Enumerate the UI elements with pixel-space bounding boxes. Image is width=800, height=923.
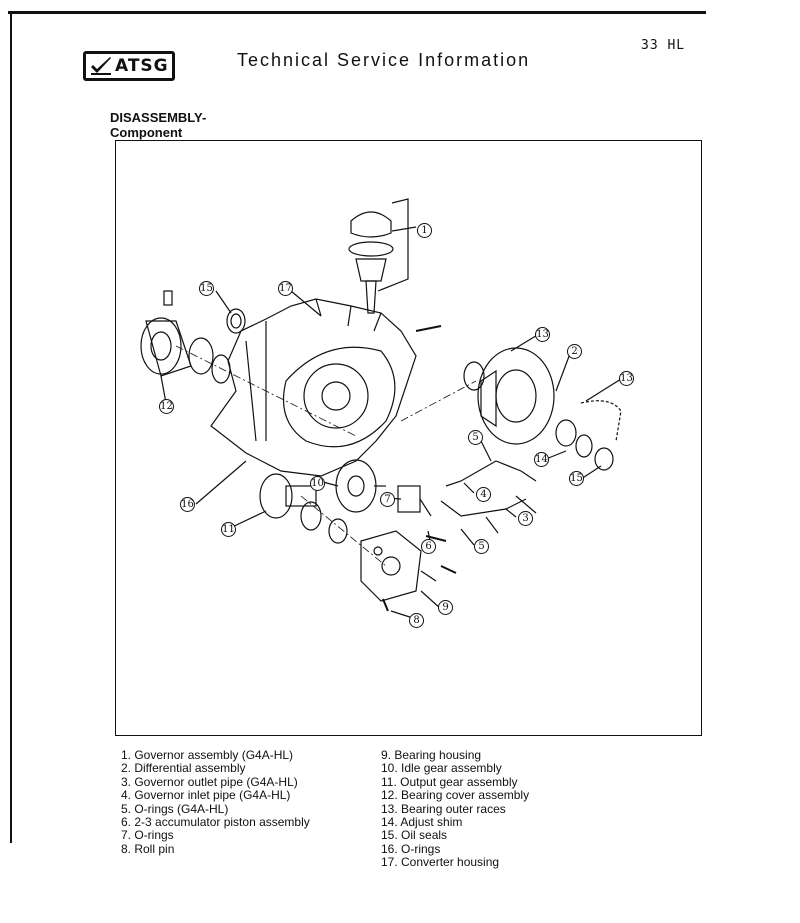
legend-item: 11. Output gear assembly: [381, 774, 518, 789]
idle-gear: [335, 459, 377, 513]
callout-1: 1: [417, 223, 432, 238]
callout-10: 10: [310, 476, 325, 491]
governor-cap: [350, 211, 392, 238]
callout-13a: 13: [535, 327, 550, 342]
callout-9: 9: [438, 600, 453, 615]
bearing-housing: [360, 530, 422, 602]
document-title: Technical Service Information: [237, 50, 531, 70]
page-number: 33 HL: [641, 38, 686, 53]
callout-15a: 15: [199, 281, 214, 296]
governor-gear: [355, 258, 387, 282]
adjust-shim: [575, 434, 593, 458]
differential-ring-gear: [477, 347, 555, 445]
callout-17: 17: [278, 281, 293, 296]
legend-item: 10. Idle gear assembly: [381, 761, 502, 776]
callout-5b: 5: [474, 539, 489, 554]
legend-item: 3. Governor outlet pipe (G4A-HL): [121, 774, 298, 789]
bearing-race-13b: [555, 419, 577, 447]
callout-3: 3: [518, 511, 533, 526]
callout-4: 4: [476, 487, 491, 502]
output-gear: [259, 473, 293, 519]
callout-11: 11: [221, 522, 236, 537]
callout-2: 2: [567, 344, 582, 359]
callout-8: 8: [409, 613, 424, 628]
callout-15b: 15: [569, 471, 584, 486]
governor-inlet-pipe: [445, 460, 537, 487]
atsg-logo: ATSG: [83, 51, 175, 81]
accumulator-piston: [397, 485, 421, 513]
callout-16: 16: [180, 497, 195, 512]
legend-item: 14. Adjust shim: [381, 815, 463, 830]
legend-item: 9. Bearing housing: [381, 748, 482, 762]
oil-seal-right: [594, 447, 614, 471]
check-mark-icon: [91, 57, 111, 75]
legend-item: 8. Roll pin: [121, 841, 175, 856]
exploded-view-drawing: [140, 198, 622, 620]
governor-oring: [348, 241, 394, 257]
legend-item: 5. O-rings (G4A-HL): [121, 801, 229, 816]
converter-housing: [210, 298, 417, 477]
legend-item: 17. Converter housing: [381, 855, 500, 870]
callout-14: 14: [534, 452, 549, 467]
output-gear-race: [300, 501, 322, 531]
left-rule: [10, 11, 12, 843]
legend-left-column: 1. Governor assembly (G4A-HL) 2. Differe…: [121, 748, 310, 856]
legend-item: 4. Governor inlet pipe (G4A-HL): [121, 788, 291, 803]
bearing-race-13a: [463, 361, 485, 391]
legend-item: 1. Governor assembly (G4A-HL): [121, 748, 294, 762]
top-rule: [8, 11, 706, 14]
legend-item: 16. O-rings: [381, 841, 441, 856]
heading-line-2: Component: [110, 125, 183, 140]
callout-5a: 5: [468, 430, 483, 445]
callout-12: 12: [159, 399, 174, 414]
exploded-view-figure: 1 2 3 4 5 5 6 7 8 9 10 11 12 13 13 14 15…: [115, 140, 702, 736]
logo-text: ATSG: [115, 56, 169, 76]
legend-right-column: 9. Bearing housing 10. Idle gear assembl…: [381, 748, 530, 870]
governor-shaft: [365, 280, 377, 314]
legend-item: 7. O-rings: [121, 828, 174, 843]
governor-outlet-pipe: [440, 498, 527, 517]
legend-item: 15. Oil seals: [381, 828, 448, 843]
oil-seal-left: [226, 308, 246, 334]
callout-6: 6: [421, 539, 436, 554]
callout-13b: 13: [619, 371, 634, 386]
legend-item: 2. Differential assembly: [121, 761, 246, 776]
legend-item: 13. Bearing outer races: [381, 801, 506, 816]
legend-item: 6. 2-3 accumulator piston assembly: [121, 815, 310, 830]
heading-line-1: DISASSEMBLY-: [110, 110, 207, 125]
roll-pin: [382, 598, 389, 612]
section-heading: DISASSEMBLY- Component: [110, 110, 206, 140]
legend-item: 12. Bearing cover assembly: [381, 788, 530, 803]
callout-7: 7: [380, 492, 395, 507]
